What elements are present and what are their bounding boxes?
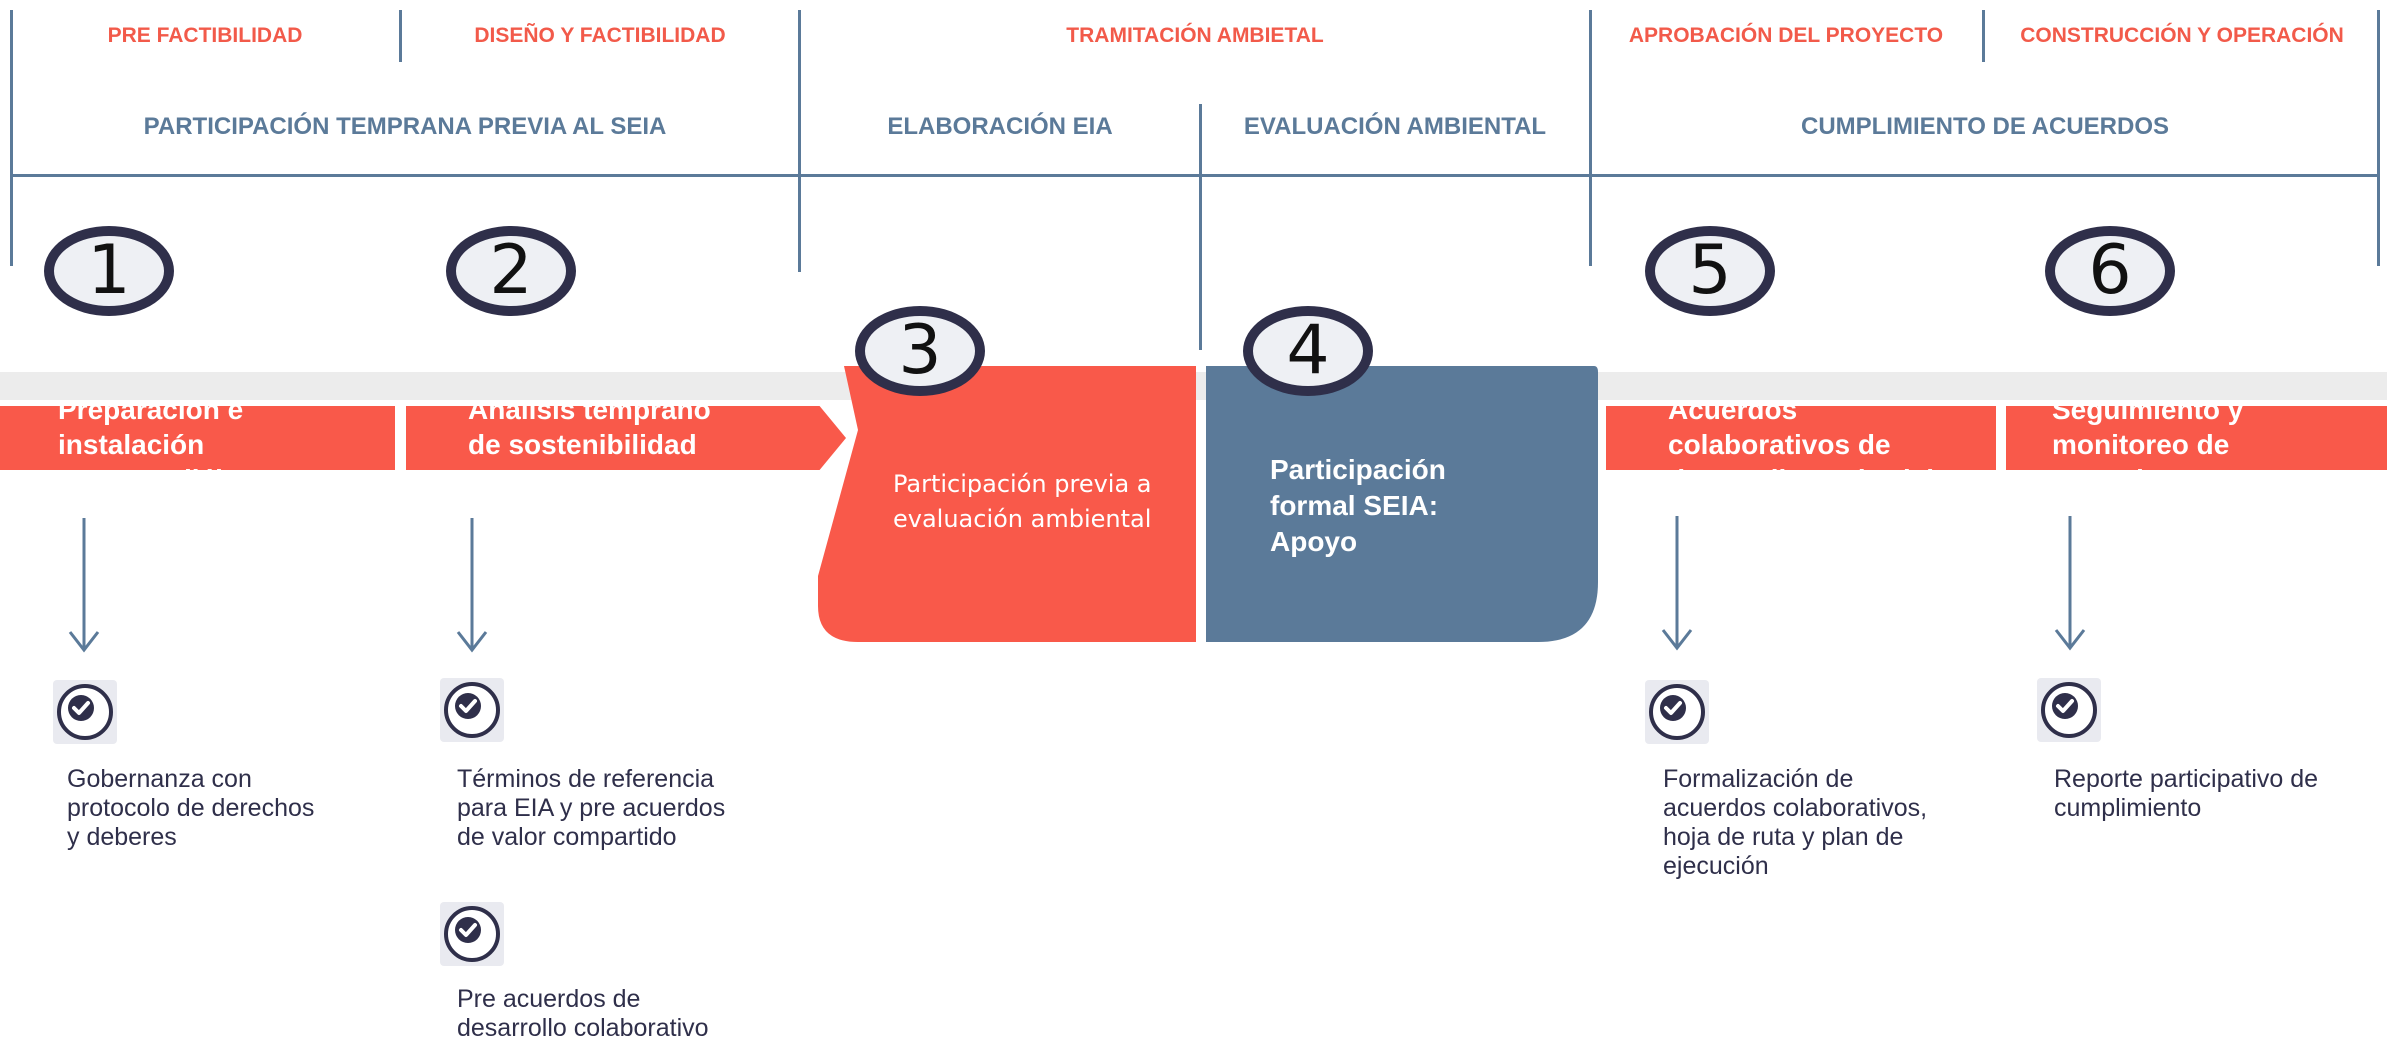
step-5-number: 5 [1688, 231, 1732, 310]
header-divider [10, 10, 13, 266]
step-1-number: 1 [87, 231, 131, 310]
step-1-marker: 1 [44, 226, 174, 316]
step-2-outcome-2: Pre acuerdos de desarrollo colaborativo [457, 985, 709, 1042]
phase-diseno-factibilidad: DISEÑO Y FACTIBILIDAD [474, 24, 726, 47]
step-2-number: 2 [489, 231, 533, 310]
step-3-number: 3 [898, 311, 942, 390]
header-rule [10, 174, 2380, 177]
check-circle-icon [53, 680, 117, 744]
header-divider [1589, 10, 1592, 266]
step-6-number: 6 [2088, 231, 2132, 310]
step-2-outcome: Términos de referencia para EIA y pre ac… [457, 765, 726, 851]
step-4-box [1206, 366, 1598, 642]
phase-aprobacion-proyecto: APROBACIÓN DEL PROYECTO [1628, 24, 1944, 47]
check-circle-icon [1645, 680, 1709, 744]
phase-pre-factibilidad: PRE FACTIBILIDAD [107, 24, 303, 47]
arrow-down-icon [68, 518, 100, 653]
step-6-bar: Seguimiento y monitoreo de acuerdos [2006, 406, 2387, 470]
subphase-evaluacion-ambiental: EVALUACIÓN AMBIENTAL [1243, 113, 1547, 140]
step-1-bar: Preparación e instalación proceso diálog… [0, 406, 395, 470]
check-circle-icon [2037, 678, 2101, 742]
step-3-title: Participación previa a evaluación ambien… [893, 470, 1152, 533]
subphase-elaboracion-eia: ELABORACIÓN EIA [887, 113, 1113, 140]
step-3-box [818, 366, 1196, 642]
step-5-title: Acuerdos colaborativos de desarrollo ter… [1668, 406, 1934, 470]
step-4-title: Participación formal SEIA: Apoyo [1270, 454, 1446, 557]
phase-tramitacion-ambiental: TRAMITACIÓN AMBIETAL [1066, 24, 1324, 47]
header-divider [2377, 10, 2380, 266]
step-5-bar: Acuerdos colaborativos de desarrollo ter… [1606, 406, 1996, 470]
step-1-title: Preparación e instalación proceso diálog… [58, 406, 274, 470]
step-6-marker: 6 [2045, 226, 2175, 316]
arrow-down-icon [2054, 516, 2086, 651]
arrow-down-icon [1661, 516, 1693, 651]
step-3-marker: 3 [855, 306, 985, 396]
arrow-down-icon [456, 518, 488, 653]
step-6-outcome: Reporte participativo de cumplimiento [2054, 765, 2319, 822]
step-2-bar: Análisis temprano de sostenibilidad [406, 406, 846, 470]
check-circle-icon [440, 902, 504, 966]
step-1-outcome: Gobernanza con protocolo de derechos y d… [67, 765, 315, 851]
step-4-number: 4 [1286, 311, 1330, 390]
header-divider [1199, 104, 1202, 350]
step-6-title: Seguimiento y monitoreo de acuerdos [2052, 406, 2244, 470]
step-2-marker: 2 [446, 226, 576, 316]
step-5-marker: 5 [1645, 226, 1775, 316]
step-5-outcome: Formalización de acuerdos colaborativos,… [1663, 765, 1928, 880]
subphase-participacion-temprana: PARTICIPACIÓN TEMPRANA PREVIA AL SEIA [143, 113, 667, 140]
phase-construccion-operacion: CONSTRUCCIÓN Y OPERACIÓN [2020, 24, 2344, 47]
header-divider [399, 10, 402, 62]
header-divider [798, 10, 801, 272]
subphase-cumplimiento-acuerdos: CUMPLIMIENTO DE ACUERDOS [1800, 113, 2169, 140]
check-circle-icon [440, 678, 504, 742]
header-divider [1982, 10, 1985, 62]
step-4-marker: 4 [1243, 306, 1373, 396]
step-2-title: Análisis temprano de sostenibilidad [468, 406, 711, 460]
